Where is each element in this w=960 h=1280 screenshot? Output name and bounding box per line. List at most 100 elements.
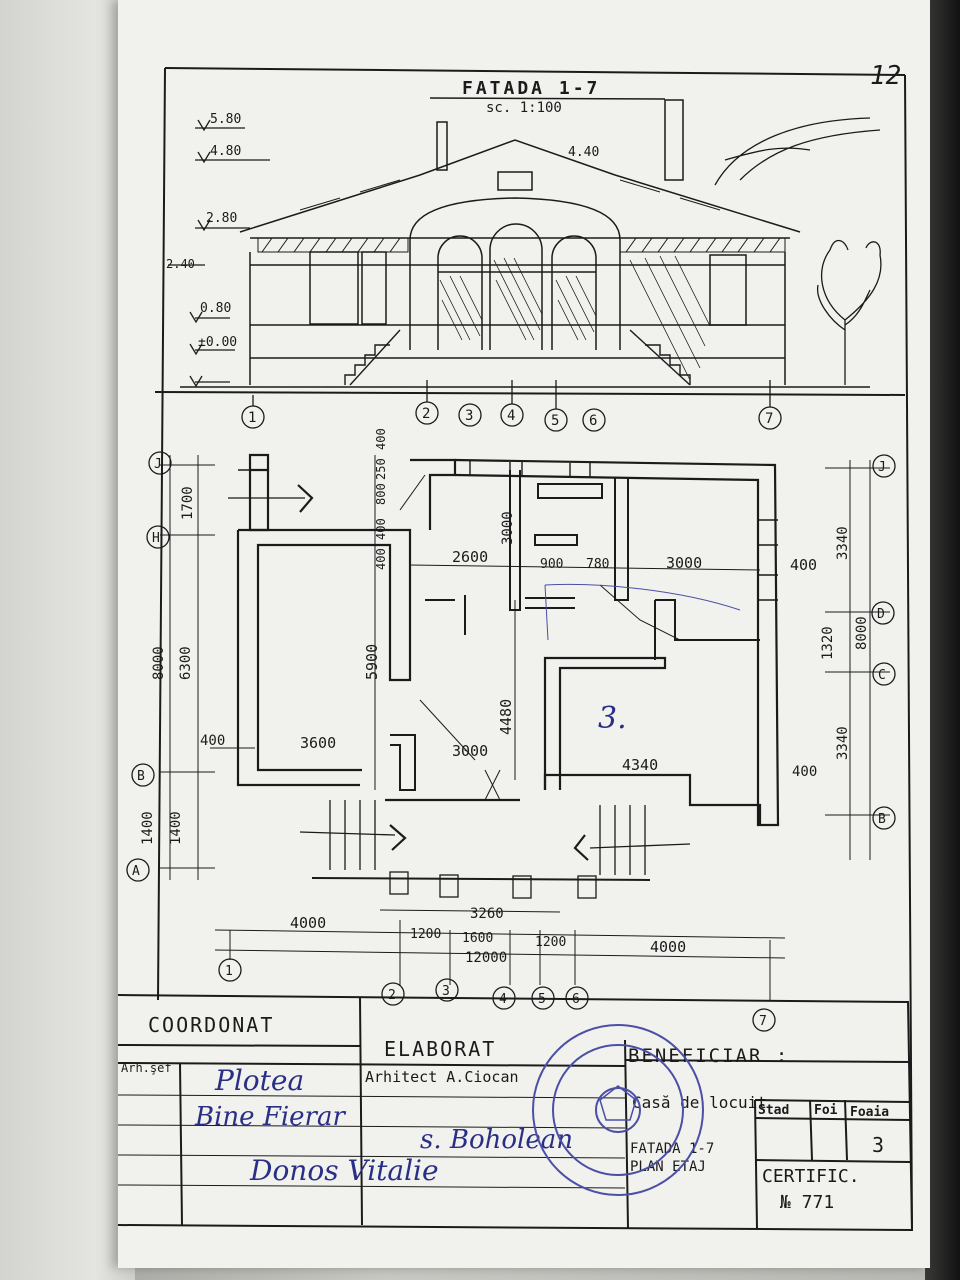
level-440: 4.40 — [568, 145, 599, 160]
title-block: COORDONAT ELABORAT BENEFICIAR : Arh.şef … — [117, 994, 914, 1232]
dim-left-1400b: 1400 — [168, 811, 184, 845]
signature-1: Plotea — [214, 1064, 304, 1097]
col-stad: Stad — [758, 1103, 789, 1118]
plan-entrance — [228, 484, 691, 899]
facade-axis-7: 7 — [765, 411, 773, 427]
facade-axis-3: 3 — [465, 408, 473, 424]
plan-windows — [238, 460, 778, 601]
col-axis-3: 3 — [442, 984, 450, 999]
facade-scale: sc. 1:100 — [486, 100, 562, 116]
dim-left-1700: 1700 — [180, 486, 196, 520]
row-axis-left-h: H — [152, 531, 160, 546]
facade-roof — [239, 139, 801, 239]
dim-4000-right: 4000 — [650, 938, 686, 956]
dim-250: 250 — [374, 458, 388, 480]
dim-800: 800 — [374, 483, 388, 505]
row-axis-left-b: B — [137, 769, 145, 784]
dim-4000-left: 4000 — [290, 914, 326, 932]
row-axis-right-d: D — [877, 607, 885, 622]
dim-12000: 12000 — [465, 950, 507, 966]
dim-3000-horizontal: 3000 — [666, 554, 702, 572]
pen-marks — [544, 583, 741, 641]
dim-3260: 3260 — [470, 906, 504, 922]
page-number: 12 — [870, 61, 901, 91]
facade-axis-5: 5 — [551, 413, 559, 429]
dim-4480: 4480 — [497, 699, 515, 735]
facade-axis-bubbles: 1 2 3 4 5 6 7 — [241, 380, 782, 432]
dark-table-edge — [925, 0, 960, 1280]
coordonat-label: COORDONAT — [148, 1013, 274, 1037]
level-480: 4.80 — [210, 144, 241, 159]
cert-number: № 771 — [780, 1192, 834, 1213]
dim-3000-vertical: 3000 — [500, 511, 516, 545]
col-foi: Foi — [814, 1103, 838, 1118]
arh-sef-label: Arh.şef — [121, 1061, 172, 1075]
facade-title: FATADA 1-7 — [462, 78, 600, 99]
dim-780: 780 — [586, 557, 609, 572]
dim-1600: 1600 — [462, 931, 493, 946]
floor-plan: J H B A J D C B 1 2 3 4 5 6 7 8000 6300 … — [126, 428, 896, 1032]
level-580: 5.80 — [210, 112, 241, 127]
plan-interior-walls — [390, 470, 760, 791]
plan-dimension-lines — [160, 455, 890, 1000]
dim-3600: 3600 — [300, 734, 336, 752]
dim-right-8000: 8000 — [854, 616, 870, 650]
facade-elevation: FATADA 1-7 sc. 1:100 5.80 4.80 2.80 2.40… — [166, 78, 882, 432]
dim-400f: 400 — [792, 764, 817, 780]
round-stamp — [532, 1024, 704, 1196]
column-axis-bubbles — [218, 958, 776, 1032]
level-240: 2.40 — [166, 257, 195, 271]
room-number-note: 3. — [598, 701, 627, 736]
row-axis-right-j: J — [878, 460, 886, 475]
level-080: 0.80 — [200, 301, 231, 316]
dim-right-3340b: 3340 — [835, 726, 851, 760]
signature-3: s. Boholean — [420, 1125, 573, 1155]
drawing-sheet — [118, 0, 930, 1268]
facade-tree — [714, 117, 882, 385]
dim-400d: 400 — [790, 556, 817, 574]
plan-door-swings — [399, 474, 681, 801]
facade-arches — [409, 197, 621, 350]
col-axis-7: 7 — [759, 1014, 767, 1029]
project-name: Casă de locuit — [632, 1093, 767, 1112]
row-axis-left-a: A — [132, 864, 140, 879]
col-axis-1: 1 — [225, 964, 233, 979]
dim-3000-bottom: 3000 — [452, 742, 488, 760]
row-axis-right-c: C — [878, 668, 886, 683]
facade-stairs — [344, 329, 691, 386]
level-280: 2.80 — [206, 211, 237, 226]
handwritten-signatures: Plotea Bine Fierar s. Boholean Donos Vit… — [194, 1064, 573, 1187]
signature-2: Bine Fierar — [194, 1102, 346, 1132]
dim-400a: 400 — [374, 428, 388, 450]
dim-left-1400a: 1400 — [140, 811, 156, 845]
row-axis-left-j: J — [154, 457, 162, 472]
dim-1200a: 1200 — [410, 927, 441, 942]
elaborat-label: ELABORAT — [384, 1037, 496, 1061]
dim-1200b: 1200 — [535, 935, 566, 950]
sheet-frame — [154, 67, 913, 1231]
col-foaia: Foaia — [850, 1105, 889, 1120]
certific-label: CERTIFIC. — [762, 1166, 860, 1187]
signature-4: Donos Vitalie — [249, 1154, 439, 1187]
dim-5900: 5900 — [363, 644, 381, 680]
row-axis-bubbles — [126, 451, 896, 882]
col-axis-4: 4 — [499, 992, 507, 1007]
level-000: ±0.00 — [198, 335, 237, 350]
facade-axis-1: 1 — [248, 410, 256, 426]
architect-line: Arhitect A.Ciocan — [365, 1068, 519, 1086]
facade-axis-2: 2 — [422, 406, 430, 422]
col-axis-2: 2 — [388, 988, 396, 1003]
facade-axis-4: 4 — [507, 408, 515, 424]
dim-right-3340a: 3340 — [835, 526, 851, 560]
dim-left-6300: 6300 — [178, 646, 194, 680]
level-marks — [168, 119, 270, 388]
dim-right-1320: 1320 — [820, 626, 836, 660]
beneficiar-label: BENEFICIAR : — [628, 1045, 789, 1067]
dim-400b: 400 — [374, 518, 388, 540]
dim-left-8000: 8000 — [151, 646, 167, 680]
row-axis-right-b: B — [878, 812, 886, 827]
dim-900: 900 — [540, 557, 563, 572]
